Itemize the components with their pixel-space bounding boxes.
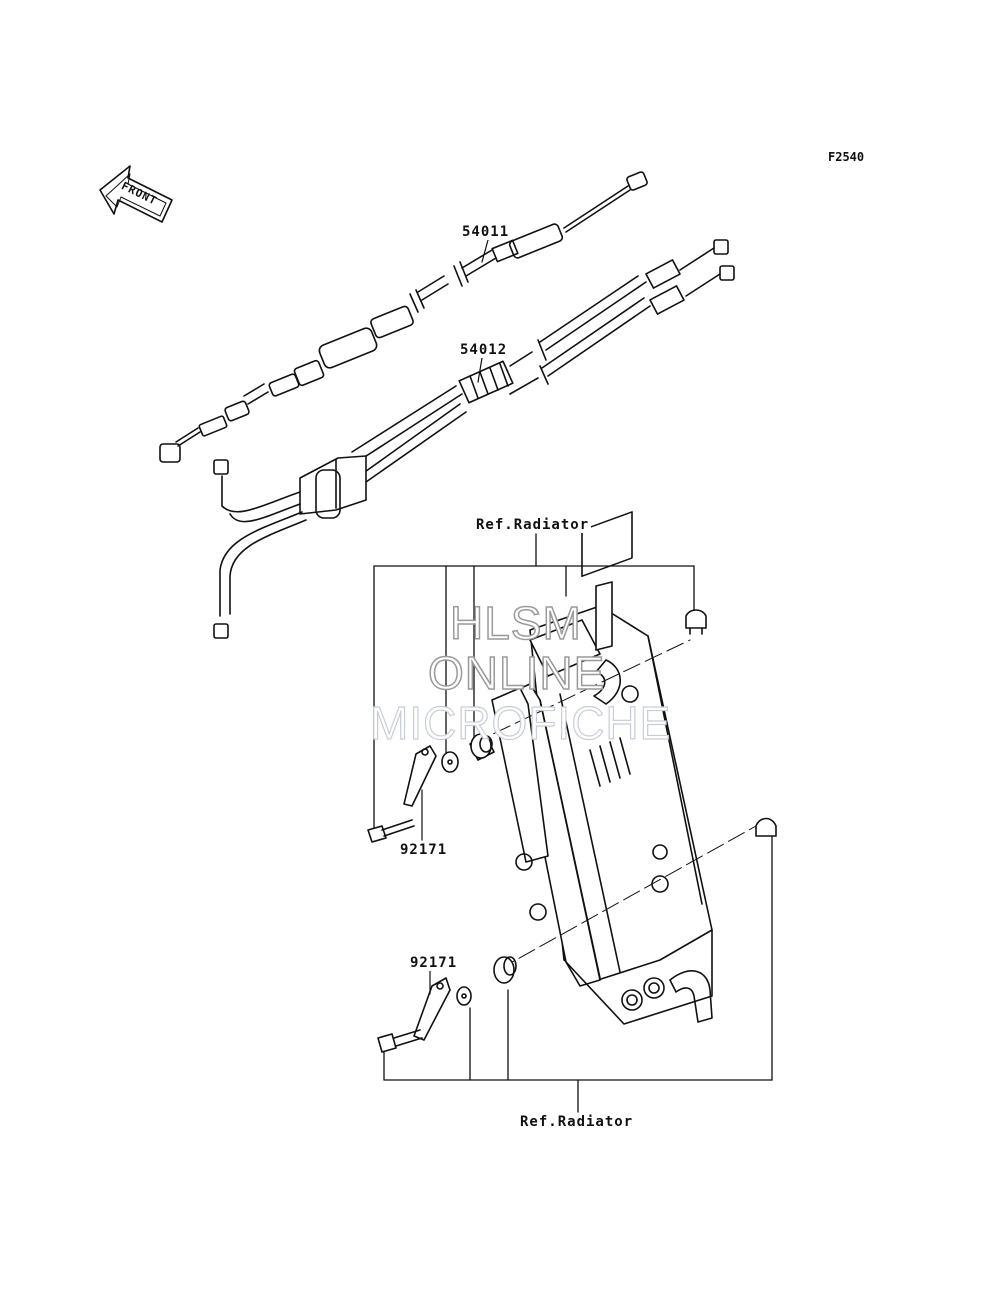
throttle-cable-54011[interactable] [159, 171, 648, 463]
part-number-54012[interactable]: 54012 [458, 342, 510, 358]
throttle-cable-assy-54012[interactable] [213, 239, 735, 639]
figure-code: F2540 [826, 149, 867, 165]
watermark-line3: MICROFICHE [369, 697, 672, 749]
radiator-reference [471, 511, 757, 1025]
ref-leader-lower [383, 833, 773, 1113]
ref-radiator-lower[interactable]: Ref.Radiator [518, 1114, 636, 1130]
ref-radiator-upper[interactable]: Ref.Radiator [474, 517, 592, 533]
front-arrow-icon [99, 165, 173, 223]
part-number-54011[interactable]: 54011 [460, 224, 512, 240]
lower-mount-hardware [377, 817, 777, 1053]
part-number-92171-upper[interactable]: 92171 [398, 842, 450, 858]
ref-leader-upper [373, 533, 695, 837]
upper-mount-hardware [367, 609, 707, 843]
part-number-92171-lower[interactable]: 92171 [408, 955, 460, 971]
watermark-line1: HLSM [449, 597, 582, 649]
watermark-line2: ONLINE [427, 647, 606, 699]
